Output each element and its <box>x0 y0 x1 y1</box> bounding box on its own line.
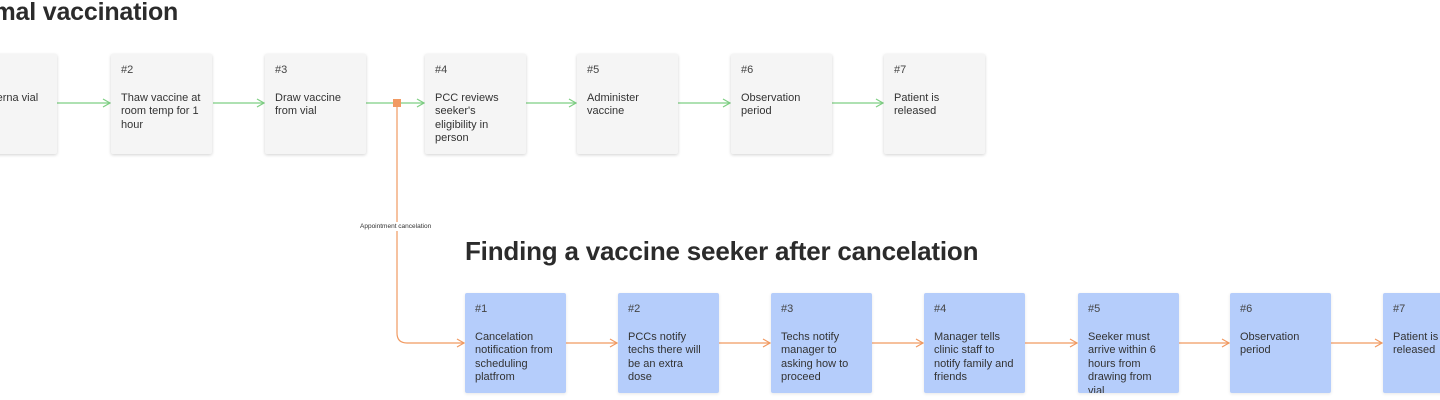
step-number: #2 <box>628 303 641 315</box>
step-number: #5 <box>1088 303 1101 315</box>
step-text: Administer vaccine <box>587 91 639 118</box>
finding-step-5-card[interactable]: #5 Seeker must arrive within 6 hours fro… <box>1078 293 1179 393</box>
step-text: Observation period <box>1240 330 1300 357</box>
finding-step-3-card[interactable]: #3 Techs notify manager to asking how to… <box>771 293 872 393</box>
step-text: Thaw vaccine at room temp for 1 hour <box>121 91 201 131</box>
branch-connector <box>396 104 466 348</box>
normal-step-3-card[interactable]: #3 Draw vaccine from vial <box>265 54 366 154</box>
branch-label: Appointment cancelation <box>358 222 434 231</box>
finding-step-6-card[interactable]: #6 Observation period <box>1230 293 1331 393</box>
step-text: Cancelation notification from scheduling… <box>475 330 553 384</box>
step-text: e Moderna vial from <box>0 91 39 104</box>
normal-step-6-card[interactable]: #6 Observation period <box>731 54 832 154</box>
step-number: #3 <box>781 303 794 315</box>
step-text: Patient is released <box>894 91 940 118</box>
finding-step-4-card[interactable]: #4 Manager tells clinic staff to notify … <box>924 293 1025 393</box>
step-number: #3 <box>275 64 288 76</box>
step-text: Manager tells clinic staff to notify fam… <box>934 330 1014 384</box>
step-number: #7 <box>894 64 907 76</box>
step-text: PCC reviews seeker's eligibility in pers… <box>435 91 499 145</box>
step-text: Patient is released <box>1393 330 1439 357</box>
step-number <box>0 64 47 78</box>
normal-step-7-card[interactable]: #7 Patient is released <box>884 54 985 154</box>
finding-seeker-title: Finding a vaccine seeker after cancelati… <box>465 236 979 266</box>
branch-junction <box>393 99 401 107</box>
step-number: #6 <box>741 64 754 76</box>
finding-step-2-card[interactable]: #2 PCCs notify techs there will be an ex… <box>618 293 719 393</box>
step-number: #6 <box>1240 303 1253 315</box>
step-text: Seeker must arrive within 6 hours from d… <box>1088 330 1156 394</box>
finding-step-1-card[interactable]: #1 Cancelation notification from schedul… <box>465 293 566 393</box>
step-number: #7 <box>1393 303 1406 315</box>
step-number: #5 <box>587 64 600 76</box>
normal-step-1-card[interactable]: e Moderna vial from <box>0 54 57 154</box>
finding-step-7-card[interactable]: #7 Patient is released <box>1383 293 1440 393</box>
step-text: PCCs notify techs there will be an extra… <box>628 330 701 384</box>
step-number: #4 <box>435 64 448 76</box>
step-text: Observation period <box>741 91 801 118</box>
normal-step-2-card[interactable]: #2 Thaw vaccine at room temp for 1 hour <box>111 54 212 154</box>
step-number: #1 <box>475 303 488 315</box>
step-number: #2 <box>121 64 134 76</box>
step-number: #4 <box>934 303 947 315</box>
step-text: Draw vaccine from vial <box>275 91 342 118</box>
normal-vaccination-title: rmal vaccination <box>0 0 179 26</box>
step-text: Techs notify manager to asking how to pr… <box>781 330 849 384</box>
normal-step-4-card[interactable]: #4 PCC reviews seeker's eligibility in p… <box>425 54 526 154</box>
normal-step-5-card[interactable]: #5 Administer vaccine <box>577 54 678 154</box>
